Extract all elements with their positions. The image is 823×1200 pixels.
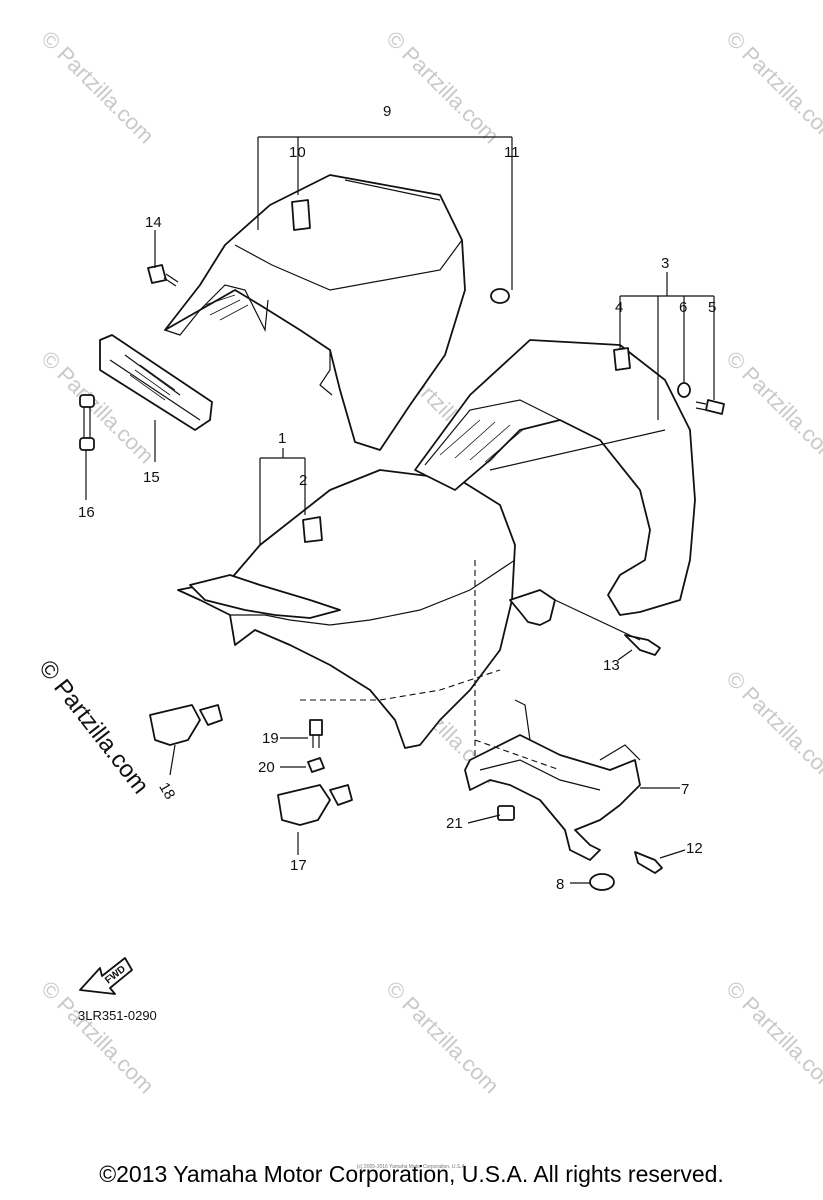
watermark: © Partzilla.com [381,26,504,149]
hook-part-17 [277,784,353,826]
callout-3: 3 [661,255,669,272]
bolt-part-13 [624,634,661,656]
callout-20: 20 [258,759,275,776]
seat-plate-part [99,334,213,431]
callout-12: 12 [686,840,703,857]
callout-8: 8 [556,876,564,893]
callout-17: 17 [290,857,307,874]
grommet-part-8 [589,873,615,891]
bolt-part-19 [309,719,323,748]
rear-cowl-part [414,339,696,616]
collar-part-6 [677,382,691,398]
watermark: © Partzilla.com [36,26,159,149]
callout-16: 16 [78,504,95,521]
callout-13: 13 [603,657,620,674]
hook-part-18 [149,704,223,746]
callout-2: 2 [299,472,307,489]
strap-part [79,394,95,451]
callout-4: 4 [615,299,623,316]
front-bracket-part [509,589,556,626]
leader-lines [85,136,715,884]
callout-19: 19 [262,730,279,747]
bolt-part-14 [147,264,179,287]
copyright-footer: ©2013 Yamaha Motor Corporation, U.S.A. A… [99,1161,724,1187]
watermark: © Partzilla.com [36,976,159,1099]
fwd-arrow: FWD [79,957,133,995]
diagram-code: 3LR351-0290 [78,1008,157,1023]
callout-18: 18 [155,780,178,803]
callout-11: 11 [504,144,520,161]
seat-bracket-part [464,560,641,861]
callout-10: 10 [289,144,306,161]
watermark-dark: © Partzilla.com [33,655,154,799]
watermark: © Partzilla.com [721,346,823,469]
damper-part-21 [497,805,515,821]
callout-21: 21 [446,815,463,832]
callout-1: 1 [278,430,286,447]
callout-6: 6 [679,299,687,316]
watermark: © Partzilla.com [381,976,504,1099]
watermark: © Partzilla.com [721,666,823,789]
upper-seat-part [164,174,466,451]
callout-7: 7 [681,781,689,798]
callout-5: 5 [708,299,716,316]
callouts: 1 2 3 4 5 6 7 8 9 10 11 12 13 14 15 16 1… [78,103,716,893]
callout-9: 9 [383,103,391,120]
callout-15: 15 [143,469,160,486]
nut-part-20 [307,757,325,773]
main-seat-part [177,469,516,749]
bolt-part-5 [695,399,725,415]
bolt-part-12 [634,851,663,874]
watermark: © Partzilla.com [721,26,823,149]
callout-14: 14 [145,214,162,231]
watermark: © Partzilla.com [721,976,823,1099]
fine-print: (c) 2005-2016 Yamaha Motor Corporation, … [356,1164,467,1170]
grommet-part-11 [490,288,510,304]
